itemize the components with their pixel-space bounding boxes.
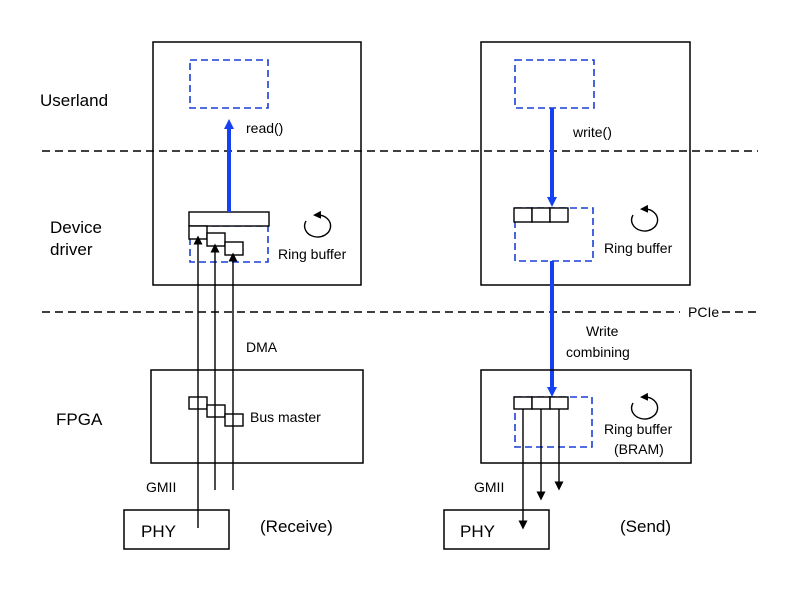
receive-user-buffer (189, 59, 269, 109)
write-call-label: write() (572, 124, 612, 140)
layer-label-device: Device (50, 218, 102, 237)
receive-driver-slot-2 (206, 232, 226, 247)
bus-master-slot-3 (224, 413, 244, 427)
send-host-box (480, 41, 691, 286)
bus-master-label: Bus master (250, 409, 321, 425)
bram-slot-1 (513, 396, 533, 410)
receive-gmii-label: GMII (146, 479, 176, 495)
bram-slot-2 (531, 396, 551, 410)
write-combining-label-2: combining (566, 344, 630, 360)
receive-phy-label: PHY (141, 522, 176, 541)
bram-ring-buffer-label-1: Ring buffer (604, 421, 673, 437)
send-phy-label: PHY (460, 522, 495, 541)
circular-arrow-icon (630, 392, 659, 420)
circular-arrow-icon (630, 204, 659, 232)
write-combining-label-1: Write (586, 323, 619, 339)
layer-label-driver: driver (50, 240, 93, 259)
receive-driver-slot-3 (224, 241, 244, 256)
bram-ring-buffer-label-2: (BRAM) (614, 441, 664, 457)
receive-ring-buffer-label: Ring buffer (278, 246, 347, 262)
send-driver-slot-2 (531, 207, 551, 223)
send-ring-buffer-label: Ring buffer (604, 240, 673, 256)
receive-driver-ring-bar (188, 211, 270, 227)
send-caption: (Send) (620, 517, 671, 536)
send-side: write() Ring buffer Write combining Ring… (443, 41, 692, 550)
circular-arrow-icon (303, 210, 332, 238)
receive-driver-slot-1 (188, 225, 208, 240)
send-user-buffer (514, 59, 595, 109)
receive-side: read() Ring buffer DMA Bus master GMII P… (123, 41, 364, 550)
dma-label: DMA (246, 339, 278, 355)
bus-master-slot-2 (206, 404, 226, 418)
read-call-label: read() (246, 120, 283, 136)
receive-host-box (152, 41, 362, 286)
send-gmii-label: GMII (474, 479, 504, 495)
send-driver-slot-3 (549, 207, 569, 223)
layer-label-fpga: FPGA (56, 410, 103, 429)
send-driver-slot-1 (513, 207, 533, 223)
receive-phy-box (123, 509, 230, 550)
send-phy-box (443, 509, 550, 550)
send-fpga-box (480, 369, 692, 464)
bram-slot-3 (549, 396, 569, 410)
layer-label-userland: Userland (40, 91, 108, 110)
receive-caption: (Receive) (260, 517, 333, 536)
receive-fpga-box (150, 369, 364, 464)
pcie-label: PCIe (688, 304, 719, 320)
